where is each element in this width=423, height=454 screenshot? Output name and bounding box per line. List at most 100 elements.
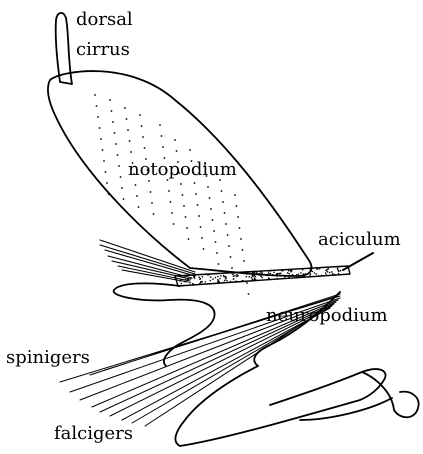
stipple-dot [184, 281, 186, 283]
stipple-dot [120, 176, 122, 178]
stipple-dot [260, 275, 262, 277]
stipple-dot [224, 280, 226, 282]
stipple-dot [276, 275, 278, 277]
aciculum-pointer [343, 253, 373, 270]
stipple-dot [268, 270, 270, 272]
stipple-dot [181, 283, 183, 285]
stipple-dot [331, 271, 333, 273]
stipple-dot [159, 124, 161, 126]
stipple-dot [212, 278, 214, 280]
stipple-dot [236, 281, 238, 283]
stipple-dot [195, 193, 197, 195]
stipple-dot [222, 201, 224, 203]
stipple-dot [230, 256, 232, 258]
stipple-dot [189, 149, 191, 151]
stipple-dot [329, 272, 331, 274]
stipple-dot [255, 271, 257, 273]
stipple-dot [218, 263, 220, 265]
stipple-dot [256, 272, 258, 274]
stipple-dot [102, 149, 104, 151]
stipple-dot [138, 206, 140, 208]
stipple-dot [226, 280, 228, 282]
stipple-dot [245, 271, 247, 273]
stipple-dot [221, 190, 223, 192]
stipple-dot [174, 139, 176, 141]
stipple-dot [162, 146, 164, 148]
stipple-dot [197, 204, 199, 206]
stipple-dot [210, 276, 212, 278]
label-spinigers: spinigers [6, 348, 90, 368]
stipple-dot [239, 227, 241, 229]
stipple-dot [252, 279, 254, 281]
stipple-dot [105, 171, 107, 173]
stipple-dot [185, 279, 187, 281]
stipple-dot [183, 277, 185, 279]
stipple-dot [188, 238, 190, 240]
stipple-dot [253, 279, 255, 281]
stipple-dot [126, 118, 128, 120]
stipple-dot [200, 226, 202, 228]
stipple-dot [310, 268, 312, 270]
stipple-dot [194, 276, 196, 278]
stipple-dot [321, 275, 323, 277]
stipple-dot [207, 274, 209, 276]
stipple-dot [139, 114, 141, 116]
stipple-dot [236, 274, 238, 276]
stipple-dot [127, 129, 129, 131]
stipple-dot [248, 276, 250, 278]
stipple-dot [288, 273, 290, 275]
stipple-dot [94, 94, 96, 96]
stipple-dot [201, 237, 203, 239]
label-neuropodium: neuropodium [266, 306, 388, 326]
stipple-dot [148, 180, 150, 182]
stipple-dot [185, 216, 187, 218]
notopodium-stipple [94, 94, 249, 295]
stipple-dot [337, 268, 339, 270]
stipple-dot [209, 197, 211, 199]
stipple-dot [161, 135, 163, 137]
stipple-dot [224, 212, 226, 214]
stipple-dot [118, 165, 120, 167]
stipple-dot [215, 241, 217, 243]
label-cirrus: cirrus [76, 40, 130, 60]
stipple-dot [314, 272, 316, 274]
stipple-dot [207, 186, 209, 188]
stipple-dot [220, 275, 222, 277]
stipple-dot [288, 276, 290, 278]
stipple-dot [240, 238, 242, 240]
stipple-dot [106, 182, 108, 184]
stipple-dot [219, 281, 221, 283]
stipple-dot [309, 275, 311, 277]
stipple-dot [199, 283, 201, 285]
stipple-dot [237, 216, 239, 218]
stipple-dot [327, 271, 329, 273]
stipple-dot [273, 271, 275, 273]
stipple-dot [312, 271, 314, 273]
stipple-dot [99, 127, 101, 129]
stipple-dot [203, 248, 205, 250]
label-dorsal: dorsal [76, 10, 133, 30]
stipple-dot [252, 274, 254, 276]
stipple-dot [115, 143, 117, 145]
stipple-dot [212, 219, 214, 221]
stipple-dot [271, 275, 273, 277]
stipple-dot [298, 274, 300, 276]
stipple-dot [278, 273, 280, 275]
stipple-dot [219, 278, 221, 280]
stipple-dot [261, 277, 263, 279]
stipple-dot [142, 136, 144, 138]
stipple-dot [225, 223, 227, 225]
stipple-dot [326, 269, 328, 271]
stipple-dot [269, 279, 271, 281]
stipple-dot [291, 270, 293, 272]
stipple-dot [213, 230, 215, 232]
stipple-dot [340, 270, 342, 272]
stipple-dot [302, 269, 304, 271]
stipple-dot [151, 202, 153, 204]
stipple-dot [207, 283, 209, 285]
stipple-dot [259, 273, 261, 275]
stipple-dot [129, 140, 131, 142]
stipple-dot [276, 278, 278, 280]
label-aciculum: aciculum [318, 230, 401, 250]
